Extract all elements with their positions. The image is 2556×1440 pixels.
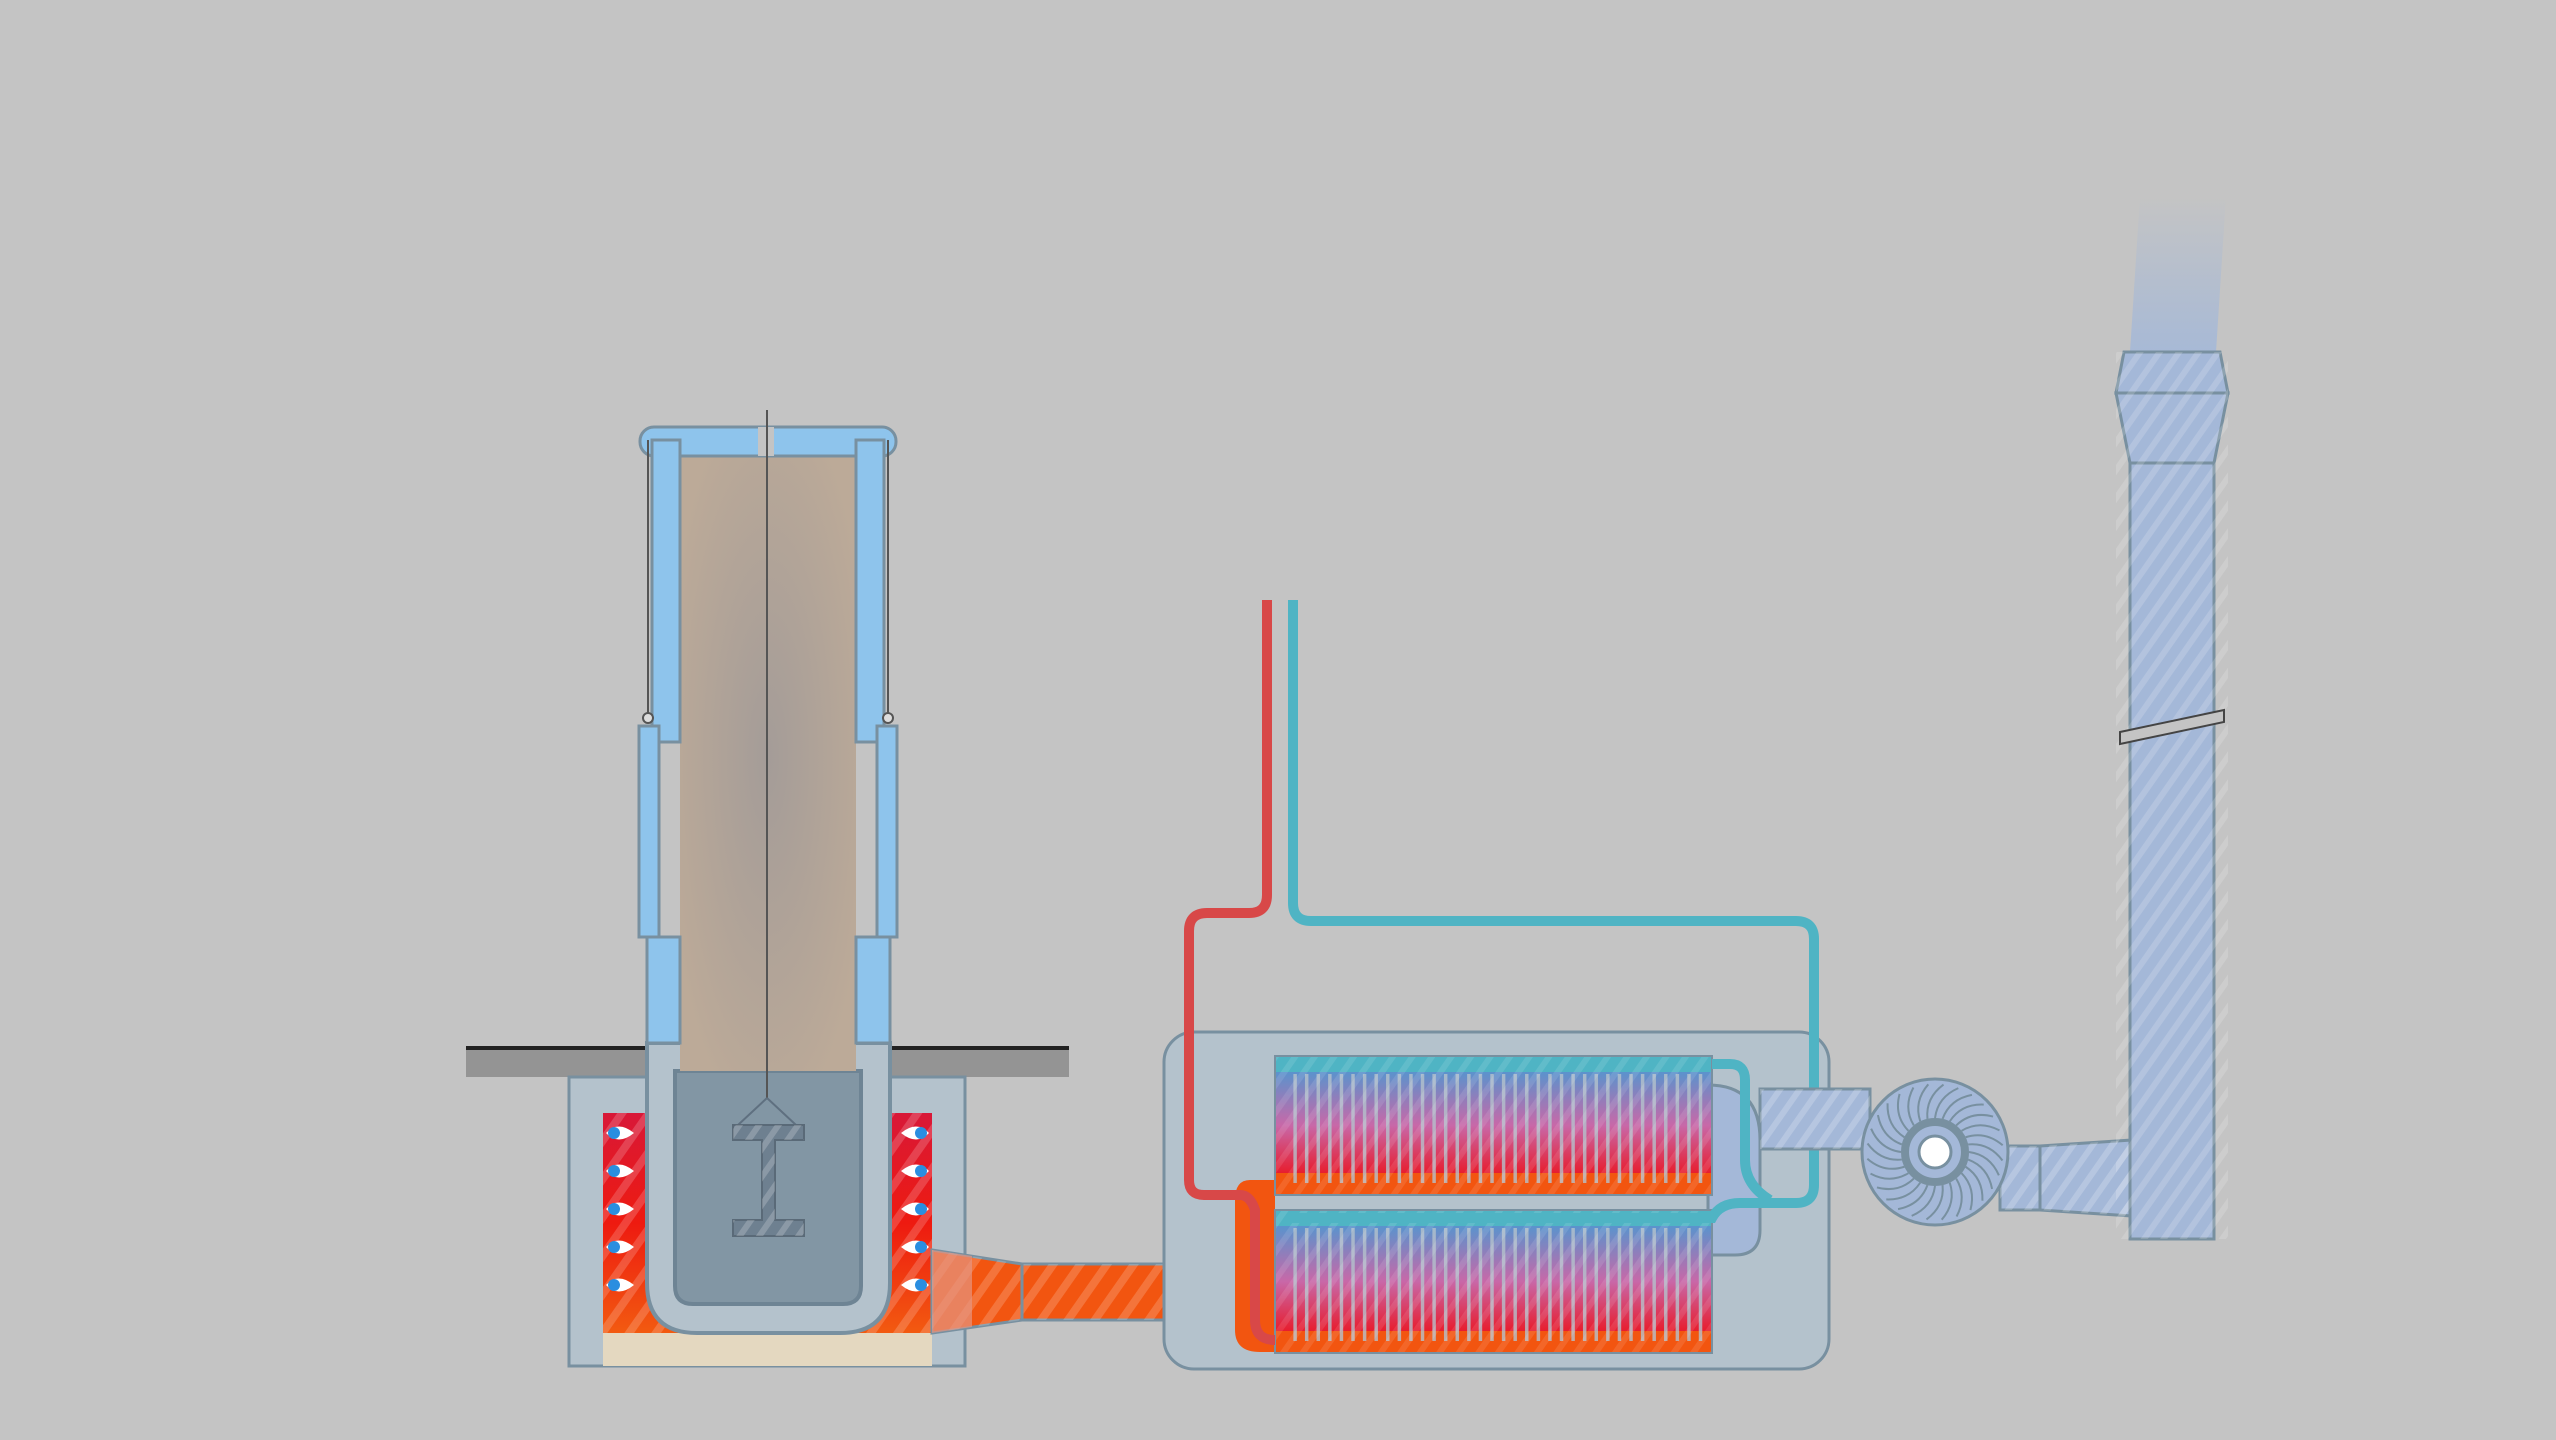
fan-blade: [1941, 1093, 1973, 1120]
sand-bed: [603, 1333, 932, 1366]
fan-blade: [1926, 1083, 1945, 1119]
burner-nozzle: [915, 1165, 927, 1177]
fan-blade: [1907, 1087, 1915, 1126]
coil-outline: [1274, 1209, 1713, 1354]
burner-nozzle: [608, 1165, 620, 1177]
exhaust-fan-icon: [1860, 1077, 2010, 1227]
burner-nozzle: [915, 1127, 927, 1139]
fan-blade: [1896, 1093, 1910, 1132]
fan-blade: [1948, 1103, 1984, 1122]
fan-blade: [1968, 1143, 2004, 1162]
water-pipes: [1184, 600, 1819, 1345]
burner-nozzle: [915, 1203, 927, 1215]
fan-blade: [1870, 1128, 1902, 1153]
fan-blade: [1965, 1165, 1984, 1201]
burner-nozzle: [608, 1279, 620, 1291]
fan-blade: [1886, 1103, 1905, 1139]
fan-blade: [1911, 1185, 1936, 1217]
fan-blade: [1965, 1134, 2004, 1147]
burner-nozzle: [608, 1127, 620, 1139]
coil-outline: [1274, 1055, 1713, 1196]
burner-nozzle: [915, 1241, 927, 1253]
cold-water-pipe: [1288, 600, 1819, 1223]
fan-blade: [1917, 1083, 1930, 1122]
burner-nozzle: [608, 1203, 620, 1215]
hot-gas-duct: [930, 1248, 1241, 1335]
coil-hatch: [1275, 1210, 1712, 1353]
break-mark: [2119, 708, 2225, 746]
burner-nozzle: [915, 1279, 927, 1291]
fan-blade: [1925, 1185, 1944, 1221]
hot-water-pipe: [1184, 600, 1276, 1345]
burner-group: [606, 1126, 929, 1292]
fan-blade: [1968, 1151, 2000, 1176]
fan-blade: [1866, 1157, 1905, 1170]
fan-blade: [1955, 1178, 1963, 1217]
fan-blade: [1876, 1177, 1915, 1191]
fan-blade: [1870, 1172, 1909, 1180]
fan-blade: [1940, 1182, 1953, 1221]
chimney-stack: [2114, 196, 2230, 1241]
fan-blade: [1967, 1158, 1994, 1190]
fan-blade: [1876, 1114, 1903, 1146]
coil-hatch: [1275, 1056, 1712, 1195]
coil-bank-upper: [1274, 1055, 1713, 1196]
fan-blade: [1961, 1124, 2000, 1132]
exhaust-system: [1758, 196, 2230, 1241]
fan-blade: [1955, 1113, 1994, 1127]
sample-hanger: [732, 410, 805, 1237]
coil-bank-lower: [1274, 1209, 1713, 1354]
fan-blade: [1866, 1142, 1902, 1161]
burner-nozzle: [608, 1241, 620, 1253]
fan-blade: [1886, 1182, 1922, 1201]
fan-blade: [1897, 1184, 1929, 1211]
fan-blade: [1960, 1172, 1974, 1211]
exhaust-smoke: [2130, 196, 2226, 352]
fan-blade: [1934, 1087, 1959, 1119]
